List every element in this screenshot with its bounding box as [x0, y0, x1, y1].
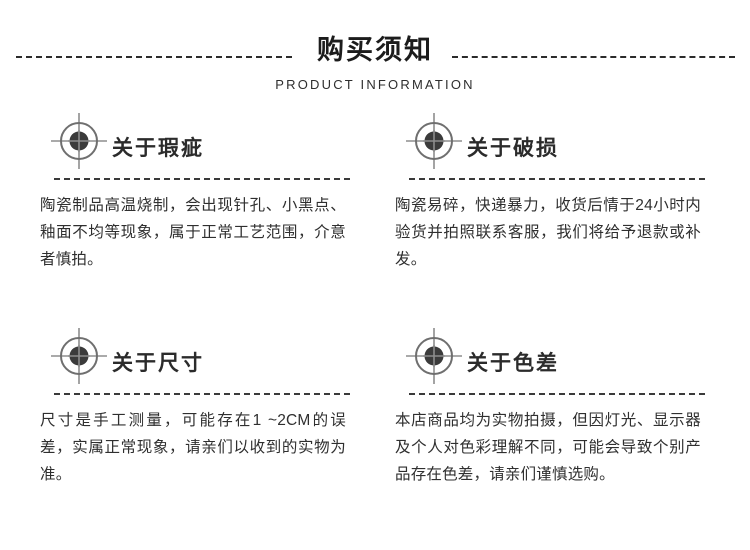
section-body-text: 陶瓷易碎，快递暴力，收货后情于24小时内验货并拍照联系客服，我们将给予退款或补发…: [395, 197, 701, 268]
crosshair-target-icon: [50, 112, 108, 170]
section-header: 关于瑕疵: [40, 112, 350, 180]
section-damage: 关于破损 陶瓷易碎，快递暴力，收货后情于24小时内验货并拍照联系客服，我们将给予…: [395, 112, 705, 268]
sections-grid: 关于瑕疵 陶瓷制品高温烧制，会出现针孔、小黑点、釉面不均等现象，属于正常工艺范围…: [0, 112, 750, 532]
page-header: 购买须知 PRODUCT INFORMATION: [0, 30, 750, 100]
section-color-difference: 关于色差 本店商品均为实物拍摄，但因灯光、显示器及个人对色彩理解不同，可能会导致…: [395, 327, 705, 483]
page-subtitle: PRODUCT INFORMATION: [275, 77, 475, 92]
section-size: 关于尺寸 尺寸是手工测量，可能存在1 ~2CM的误差，实属正常现象，请亲们以收到…: [40, 327, 350, 483]
crosshair-target-icon: [405, 112, 463, 170]
crosshair-target-icon: [405, 327, 463, 385]
header-title-row: 购买须知: [0, 30, 750, 70]
section-header: 关于破损: [395, 112, 705, 180]
header-divider-left: [16, 56, 292, 58]
section-title: 关于破损: [467, 137, 559, 160]
section-divider: [54, 393, 350, 395]
header-divider-right: [452, 56, 735, 58]
crosshair-target-icon: [50, 327, 108, 385]
section-body-text: 尺寸是手工测量，可能存在1 ~2CM的误差，实属正常现象，请亲们以收到的实物为准…: [40, 412, 346, 483]
section-body-text: 本店商品均为实物拍摄，但因灯光、显示器及个人对色彩理解不同，可能会导致个别产品存…: [395, 412, 701, 483]
section-header: 关于尺寸: [40, 327, 350, 395]
section-title: 关于瑕疵: [112, 137, 204, 160]
section-divider: [54, 178, 350, 180]
section-body-text: 陶瓷制品高温烧制，会出现针孔、小黑点、釉面不均等现象，属于正常工艺范围，介意者慎…: [40, 197, 346, 268]
section-title: 关于尺寸: [112, 352, 204, 375]
page-title: 购买须知: [301, 30, 449, 70]
section-header: 关于色差: [395, 327, 705, 395]
section-flaws: 关于瑕疵 陶瓷制品高温烧制，会出现针孔、小黑点、釉面不均等现象，属于正常工艺范围…: [40, 112, 350, 268]
section-divider: [409, 393, 705, 395]
section-title: 关于色差: [467, 352, 559, 375]
section-divider: [409, 178, 705, 180]
